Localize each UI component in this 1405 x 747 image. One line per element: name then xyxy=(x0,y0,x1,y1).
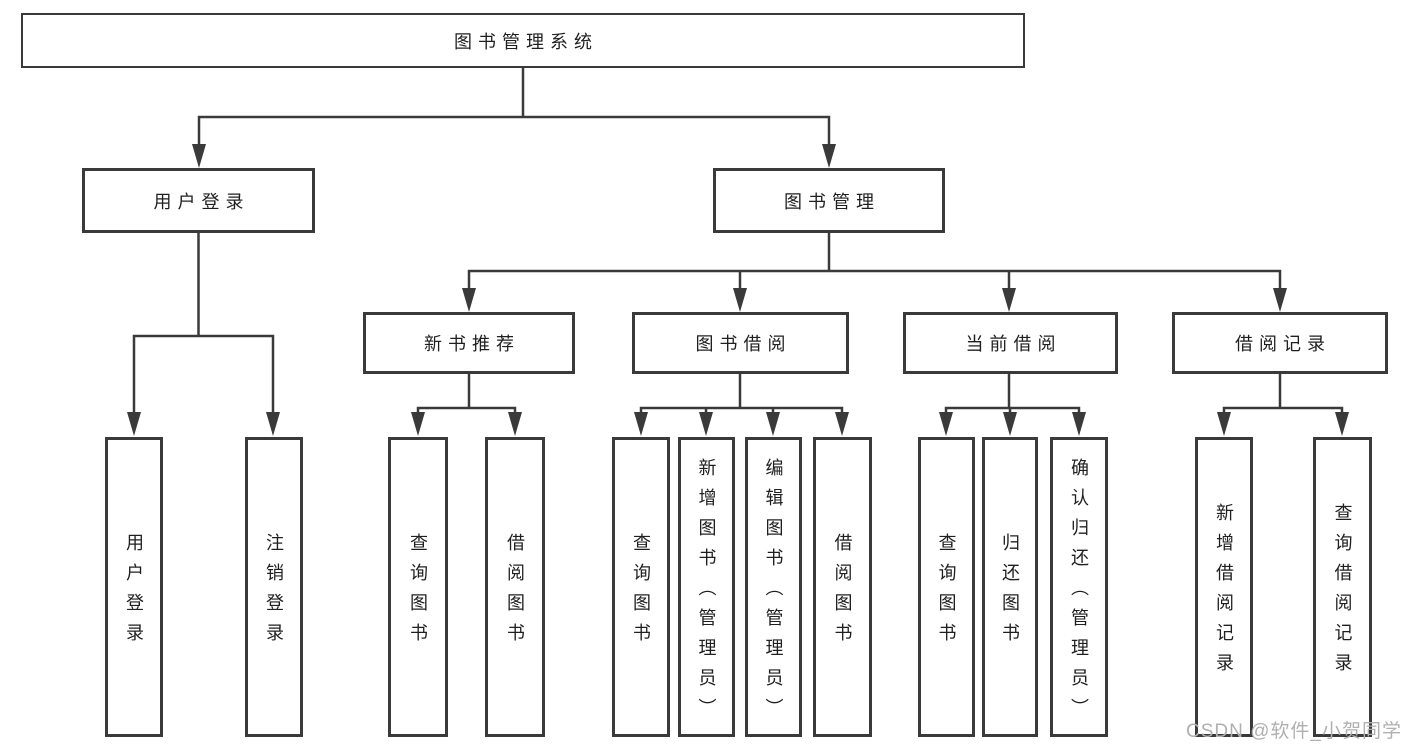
node-current-borrowing: 当前借阅 xyxy=(903,312,1118,374)
node-leaf-borrow-books-2: 借阅图书 xyxy=(813,437,872,737)
node-label: 查询借阅记录 xyxy=(1332,503,1353,683)
node-leaf-borrow-books-1: 借阅图书 xyxy=(485,437,545,737)
node-label: 新增借阅记录 xyxy=(1214,503,1234,683)
node-leaf-add-borrow-record: 新增借阅记录 xyxy=(1195,437,1253,737)
node-label: 注销登录 xyxy=(264,533,284,653)
node-label: 新增图书（管理员） xyxy=(696,458,717,728)
node-label: 查询图书 xyxy=(631,533,651,653)
node-library-management-system: 图书管理系统 xyxy=(21,13,1025,68)
node-leaf-confirm-return-admin: 确认归还（管理员） xyxy=(1050,437,1108,737)
node-leaf-return-books: 归还图书 xyxy=(982,437,1038,737)
node-label: 查询图书 xyxy=(408,533,428,653)
node-leaf-query-books-1: 查询图书 xyxy=(388,437,448,737)
node-borrowing-records: 借阅记录 xyxy=(1172,312,1388,374)
node-book-management: 图书管理 xyxy=(713,168,945,233)
csdn-watermark: CSDN @软件_小贺同学 xyxy=(1186,721,1402,742)
node-leaf-edit-book-admin: 编辑图书（管理员） xyxy=(745,437,802,737)
node-label: 借阅图书 xyxy=(832,533,853,653)
node-leaf-query-books-2: 查询图书 xyxy=(612,437,670,737)
node-label: 用户登录 xyxy=(124,533,144,653)
node-label: 归还图书 xyxy=(1000,533,1020,653)
node-leaf-logout: 注销登录 xyxy=(245,437,303,737)
node-leaf-add-book-admin: 新增图书（管理员） xyxy=(678,437,735,737)
node-label: 确认归还（管理员） xyxy=(1069,458,1089,728)
node-book-borrowing: 图书借阅 xyxy=(632,312,849,374)
node-user-login: 用户登录 xyxy=(82,168,315,233)
node-leaf-query-borrow-record: 查询借阅记录 xyxy=(1313,437,1372,737)
node-label: 借阅图书 xyxy=(505,533,525,653)
node-label: 查询图书 xyxy=(936,533,957,653)
node-label: 编辑图书（管理员） xyxy=(763,458,784,728)
node-leaf-user-login: 用户登录 xyxy=(105,437,163,737)
node-leaf-query-books-3: 查询图书 xyxy=(918,437,975,737)
node-new-book-recommendation: 新书推荐 xyxy=(363,312,575,374)
